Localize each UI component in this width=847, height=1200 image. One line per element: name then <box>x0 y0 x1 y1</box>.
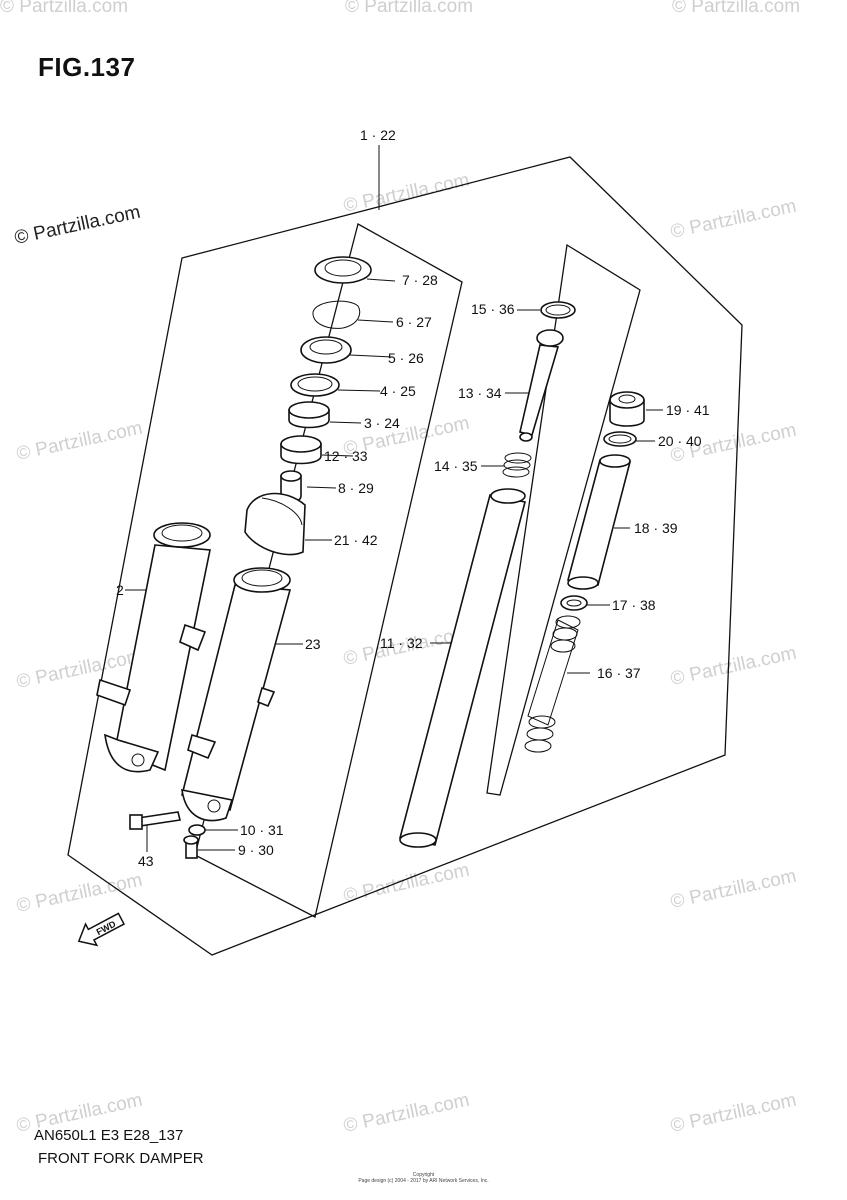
spring-spacer <box>567 454 632 590</box>
assembly-frame <box>67 156 743 956</box>
callout-label: 12 · 33 <box>324 448 368 464</box>
outer-tube-left <box>96 522 211 773</box>
model-code: AN650L1 E3 E28_137 <box>34 1127 184 1144</box>
callout-label: 9 · 30 <box>238 842 274 858</box>
callout-label: 18 · 39 <box>634 520 678 536</box>
watermark-text: © Partzilla.com <box>672 0 800 17</box>
callout-label: 15 · 36 <box>471 301 515 317</box>
piston-ring <box>540 301 576 319</box>
callout-label: 11 · 32 <box>380 635 423 651</box>
watermark-text: © Partzilla.com <box>342 170 472 217</box>
callout-label: 13 · 34 <box>458 385 502 401</box>
watermark-layer: © Partzilla.com © Partzilla.com © Partzi… <box>0 0 800 1137</box>
callout-label: 43 <box>138 853 154 869</box>
callout-label: 3 · 24 <box>364 415 400 431</box>
callout-label: 20 · 40 <box>658 433 702 449</box>
watermark-text: © Partzilla.com <box>345 0 473 17</box>
callout-label: 2 <box>116 582 124 598</box>
diagram-caption: FRONT FORK DAMPER <box>38 1150 204 1167</box>
callout-label: 7 · 28 <box>402 272 438 288</box>
callout-label: 16 · 37 <box>597 665 641 681</box>
callout-label: 6 · 27 <box>396 314 432 330</box>
outer-tube-right <box>181 567 292 822</box>
slide-metal <box>280 435 322 465</box>
fork-cap-bolt <box>609 391 645 427</box>
dust-seal <box>314 256 372 284</box>
o-ring <box>603 431 637 447</box>
callout-label: 1 · 22 <box>360 127 396 143</box>
copyright-notice: Copyright Page design (c) 2004 - 2017 by… <box>0 1172 847 1184</box>
callout-label: 17 · 38 <box>612 597 656 613</box>
watermark-text: © Partzilla.com <box>15 646 145 693</box>
watermark-text: © Partzilla.com <box>342 860 472 907</box>
callout-label: 21 · 42 <box>334 532 378 548</box>
rebound-spring <box>502 452 532 478</box>
oil-seal <box>300 336 352 364</box>
callout-label: 14 · 35 <box>434 458 478 474</box>
callout-label: 5 · 26 <box>388 350 424 366</box>
callout-label: 4 · 25 <box>380 383 416 399</box>
watermark-text: © Partzilla.com <box>0 0 128 17</box>
spring-seat <box>560 595 588 611</box>
callout-labels: 1 · 22 2 3 · 24 4 · 25 5 · 26 6 · 27 7 ·… <box>116 127 710 869</box>
axle-pinch-bolt <box>129 811 181 830</box>
watermark-text-main: © Partzilla.com <box>13 202 143 249</box>
watermark-text: © Partzilla.com <box>669 643 799 690</box>
oil-lock-piece <box>280 470 302 503</box>
callout-label: 19 · 41 <box>666 402 710 418</box>
watermark-text: © Partzilla.com <box>15 870 145 917</box>
inner-tube <box>399 488 526 848</box>
watermark-text: © Partzilla.com <box>669 196 799 243</box>
watermark-text: © Partzilla.com <box>342 1090 472 1137</box>
callout-label: 8 · 29 <box>338 480 374 496</box>
damper-rod-panel <box>486 243 641 796</box>
damper-rod-bolt <box>183 835 199 859</box>
gasket <box>188 824 206 836</box>
damper-rod <box>519 329 564 442</box>
guide-metal <box>288 401 330 429</box>
watermark-text: © Partzilla.com <box>669 866 799 913</box>
watermark-text: © Partzilla.com <box>15 418 145 465</box>
copyright-line: Page design (c) 2004 - 2017 by ARI Netwo… <box>358 1178 489 1184</box>
oil-seal-retainer <box>290 373 340 397</box>
figure-title: FIG.137 <box>38 52 136 82</box>
forward-direction-arrow: FWD <box>77 912 126 947</box>
fork-spring <box>524 615 581 753</box>
watermark-text: © Partzilla.com <box>669 1090 799 1137</box>
leader-lines <box>125 145 663 852</box>
callout-label: 23 <box>305 636 321 652</box>
copyright-line: Copyright <box>412 1172 435 1178</box>
stopper-ring <box>312 300 361 329</box>
callout-label: 10 · 31 <box>240 822 284 838</box>
fork-protector <box>244 492 306 556</box>
